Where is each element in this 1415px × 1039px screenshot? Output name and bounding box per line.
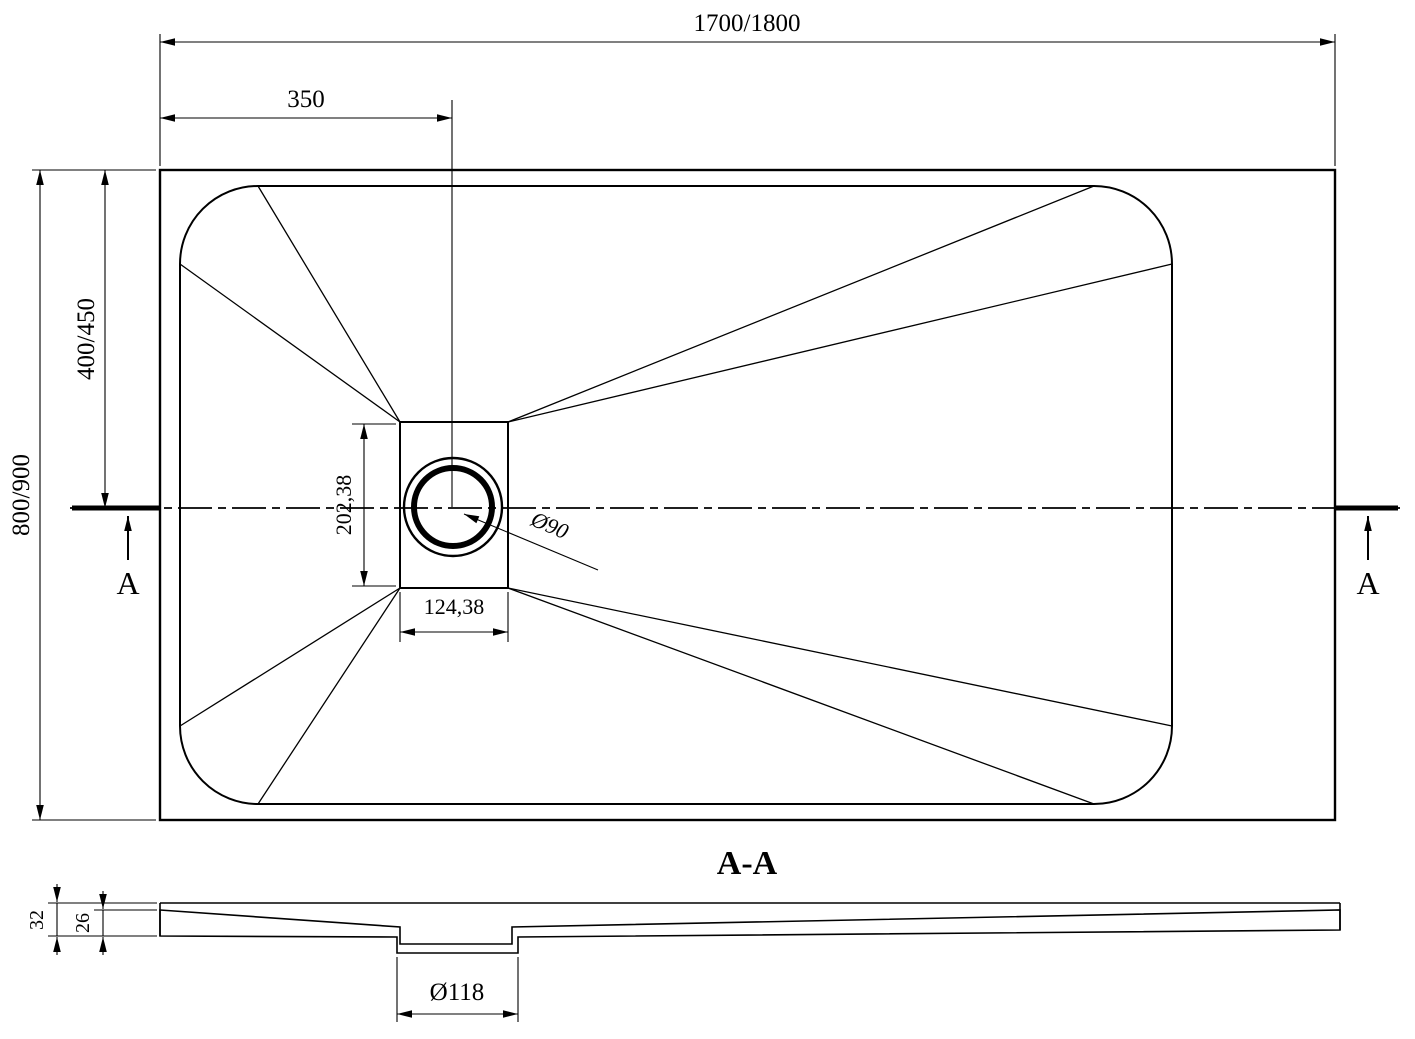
dim-recess-height: 202,38 [331, 423, 396, 587]
dim-recess-width: 124,38 [399, 592, 509, 642]
dim-overall-depth-label: 800/900 [8, 454, 35, 536]
section-material-shell [159, 909, 1341, 954]
dim-section-base-height-label: 26 [72, 913, 94, 933]
dim-drain-offset: 350 [160, 86, 453, 507]
section-view-title: A-A [717, 845, 778, 882]
dim-recess-width-label: 124,38 [424, 594, 485, 619]
dim-drain-diameter-label: Ø90 [527, 506, 573, 544]
dim-overall-width-label: 1700/1800 [694, 10, 801, 37]
drain-circle-ring [411, 465, 495, 549]
dim-overall-depth: 800/900 [8, 169, 156, 821]
section-marker-right-label: A [1356, 565, 1379, 601]
section-rim-edges [159, 902, 1341, 936]
dim-recess-height-label: 202,38 [331, 475, 356, 536]
dim-depth-to-center-label: 400/450 [73, 298, 100, 380]
dim-waste-hole: Ø118 [396, 957, 519, 1022]
dim-section-total-height-label: 32 [26, 910, 48, 930]
dim-overall-width: 1700/1800 [159, 10, 1336, 166]
dim-drain-diameter: Ø90 [463, 506, 599, 571]
top-view: A A 1700/1800 350 800/900 400/450 [8, 10, 1400, 822]
section-view: A-A 32 26 Ø118 [26, 845, 1341, 1022]
tray-outer-outline [158, 168, 1337, 822]
section-marker-left-label: A [116, 565, 139, 601]
cutting-plane-line: A A [70, 505, 1400, 601]
dim-waste-hole-label: Ø118 [430, 979, 485, 1006]
dim-drain-offset-label: 350 [287, 86, 325, 113]
drain-circle-outer [402, 456, 504, 558]
slope-ridge-lines [179, 185, 1173, 805]
drain-recess-rect [399, 421, 509, 589]
basin-inner-edge [179, 185, 1173, 805]
dim-section-base-height: 26 [72, 891, 157, 955]
dim-depth-to-center: 400/450 [73, 170, 109, 508]
